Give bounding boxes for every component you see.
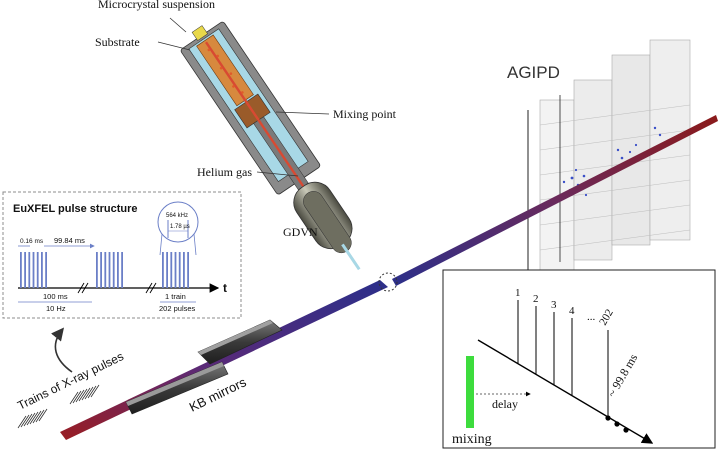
axis-break-1	[77, 282, 89, 294]
frame-label: ...	[587, 311, 596, 323]
kb-mirror-1	[125, 361, 229, 415]
pulses-per-train-label: 202 pulses	[159, 304, 196, 313]
pulse-line	[100, 252, 102, 288]
frame-label: 2	[533, 293, 539, 305]
pulse-train-1	[20, 252, 47, 288]
magnifier-stem-left	[159, 233, 163, 256]
pulse-width-label: 0.16 ms	[20, 238, 44, 245]
pulse-line	[187, 252, 189, 288]
agipd-detector	[527, 39, 691, 271]
pulse-line	[162, 252, 164, 288]
pulse-line	[41, 252, 43, 288]
pulse-structure-title: EuXFEL pulse structure	[13, 203, 138, 215]
helium-gas-leader	[256, 171, 299, 177]
pulse-line	[108, 252, 111, 288]
pulse-line	[112, 252, 115, 288]
ellipsis-dots	[605, 415, 629, 433]
pulse-line	[166, 252, 168, 288]
pulse-line	[45, 252, 47, 288]
mixing-label: mixing	[452, 432, 492, 447]
pulse-line	[178, 252, 181, 288]
interaction-point	[378, 272, 398, 292]
mixing-point-label: Mixing point	[333, 107, 397, 121]
gdvn-injector	[180, 21, 361, 271]
pulse-line	[36, 252, 39, 288]
pulse-train-3	[162, 252, 189, 288]
pulse-line	[121, 252, 123, 288]
pulse-line	[28, 252, 31, 288]
axis-break-2	[145, 282, 157, 294]
pulse-train-2	[96, 252, 123, 288]
pulse-line	[170, 252, 173, 288]
kb-mirror-2	[197, 319, 283, 365]
helium-gas-label: Helium gas	[197, 165, 252, 179]
pulse-line	[104, 252, 107, 288]
magnifier-stem-right	[193, 233, 197, 256]
rep-rate-label: 564 kHz	[166, 213, 188, 219]
period-label: 100 ms	[43, 292, 68, 301]
delay-label: delay	[492, 397, 518, 411]
frame-label: 3	[551, 299, 557, 311]
pulse-line	[183, 252, 185, 288]
curved-arrow	[51, 327, 73, 373]
xray-pulse-trains	[17, 384, 100, 429]
time-arrow	[477, 339, 654, 444]
microcrystal-suspension-label: Microcrystal suspension	[98, 0, 215, 11]
pulse-line	[96, 252, 98, 288]
one-train-label: 1 train	[165, 292, 186, 301]
mixing-point-leader	[275, 111, 330, 115]
time-axis-label: t	[223, 281, 227, 295]
pulse-line	[32, 252, 35, 288]
pulse-structure-panel: EuXFEL pulse structure t 0.16 ms 99.84 m…	[2, 191, 242, 319]
gdvn-label: GDVN	[283, 225, 318, 239]
mixing-bar	[466, 356, 474, 428]
pulse-line	[20, 252, 22, 288]
train-gap-label: 99.84 ms	[54, 236, 85, 245]
train-freq-label: 10 Hz	[46, 304, 66, 313]
magnifier-circle	[157, 201, 199, 243]
substrate-leader	[157, 41, 191, 51]
pulse-line	[24, 252, 26, 288]
frame-label: 4	[569, 305, 575, 317]
substrate-label: Substrate	[95, 35, 140, 49]
pulse-spacing-label: 1.78 µs	[170, 224, 190, 230]
agipd-label: AGIPD	[507, 63, 560, 82]
pulse-line	[174, 252, 177, 288]
pulse-line	[117, 252, 119, 288]
frame-label: 1	[515, 287, 521, 299]
microcrystal-leader	[169, 17, 187, 33]
